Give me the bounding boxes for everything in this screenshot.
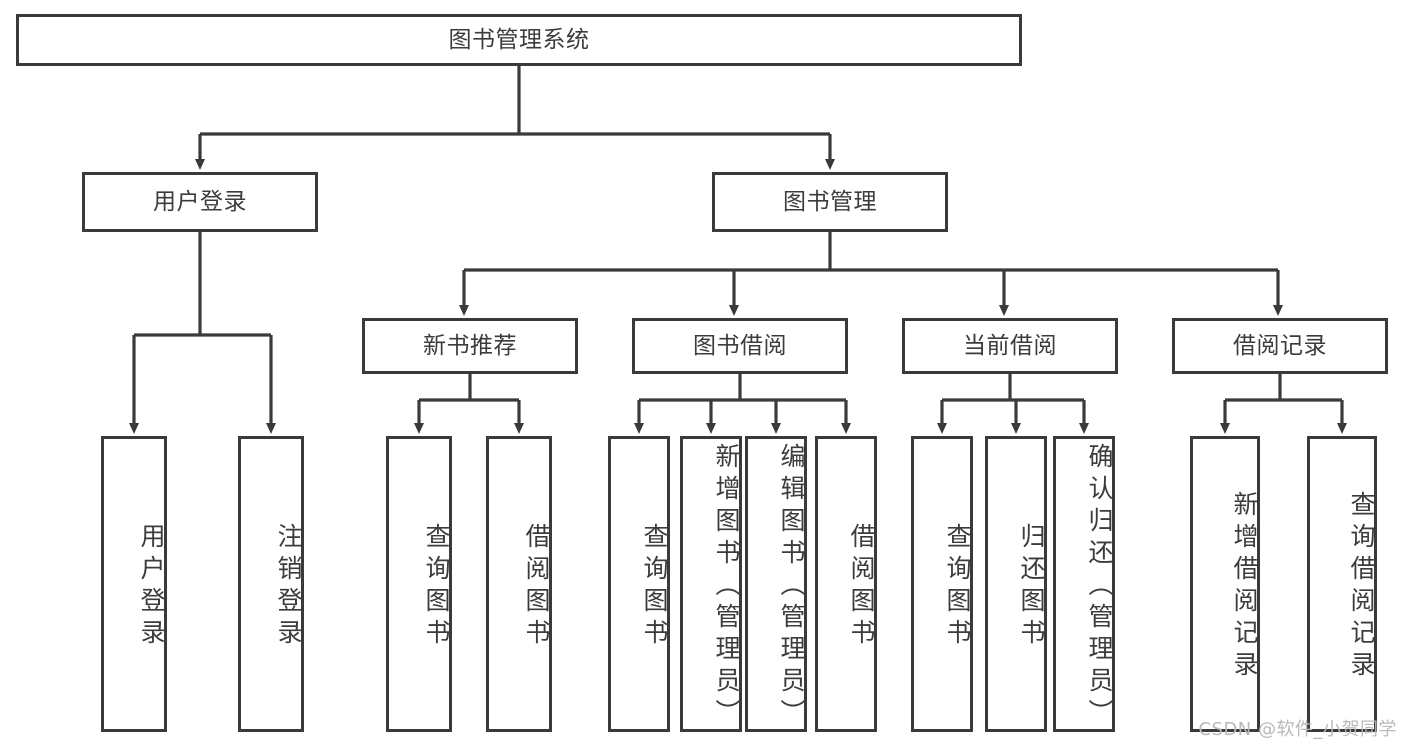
leaf-label: 确认归还（管理员） — [1085, 443, 1114, 731]
node-root-system[interactable]: 图书管理系统 — [16, 14, 1022, 66]
leaf-node[interactable]: 新增图书（管理员） — [680, 436, 742, 732]
leaf-label: 查询借阅记录 — [1347, 491, 1376, 683]
leaf-label: 查询图书 — [640, 523, 669, 651]
leaf-label: 归还图书 — [1017, 523, 1046, 651]
leaf-node[interactable]: 确认归还（管理员） — [1053, 436, 1115, 732]
node-book-borrow[interactable]: 图书借阅 — [632, 318, 848, 374]
leaf-label: 注销登录 — [274, 523, 303, 651]
leaf-node[interactable]: 归还图书 — [985, 436, 1047, 732]
leaf-label: 查询图书 — [943, 523, 972, 651]
leaf-node[interactable]: 借阅图书 — [486, 436, 552, 732]
leaf-node[interactable]: 编辑图书（管理员） — [745, 436, 807, 732]
leaf-node[interactable]: 查询借阅记录 — [1307, 436, 1377, 732]
node-user-login[interactable]: 用户登录 — [82, 172, 318, 232]
leaf-node[interactable]: 用户登录 — [101, 436, 167, 732]
leaf-label: 用户登录 — [137, 523, 166, 651]
node-current-borrow[interactable]: 当前借阅 — [902, 318, 1118, 374]
leaf-label: 新增借阅记录 — [1230, 491, 1259, 683]
leaf-label: 查询图书 — [422, 523, 451, 651]
leaf-node[interactable]: 查询图书 — [386, 436, 452, 732]
leaf-node[interactable]: 注销登录 — [238, 436, 304, 732]
leaf-node[interactable]: 查询图书 — [911, 436, 973, 732]
leaf-node[interactable]: 查询图书 — [608, 436, 670, 732]
leaf-node[interactable]: 新增借阅记录 — [1190, 436, 1260, 732]
leaf-label: 编辑图书（管理员） — [777, 443, 806, 731]
node-borrow-record[interactable]: 借阅记录 — [1172, 318, 1388, 374]
node-book-management[interactable]: 图书管理 — [712, 172, 948, 232]
leaf-label: 新增图书（管理员） — [712, 443, 741, 731]
leaf-label: 借阅图书 — [847, 523, 876, 651]
leaf-label: 借阅图书 — [522, 523, 551, 651]
watermark: CSDN @软件_小贺同学 — [1198, 719, 1397, 740]
node-new-book-recommend[interactable]: 新书推荐 — [362, 318, 578, 374]
leaf-node[interactable]: 借阅图书 — [815, 436, 877, 732]
